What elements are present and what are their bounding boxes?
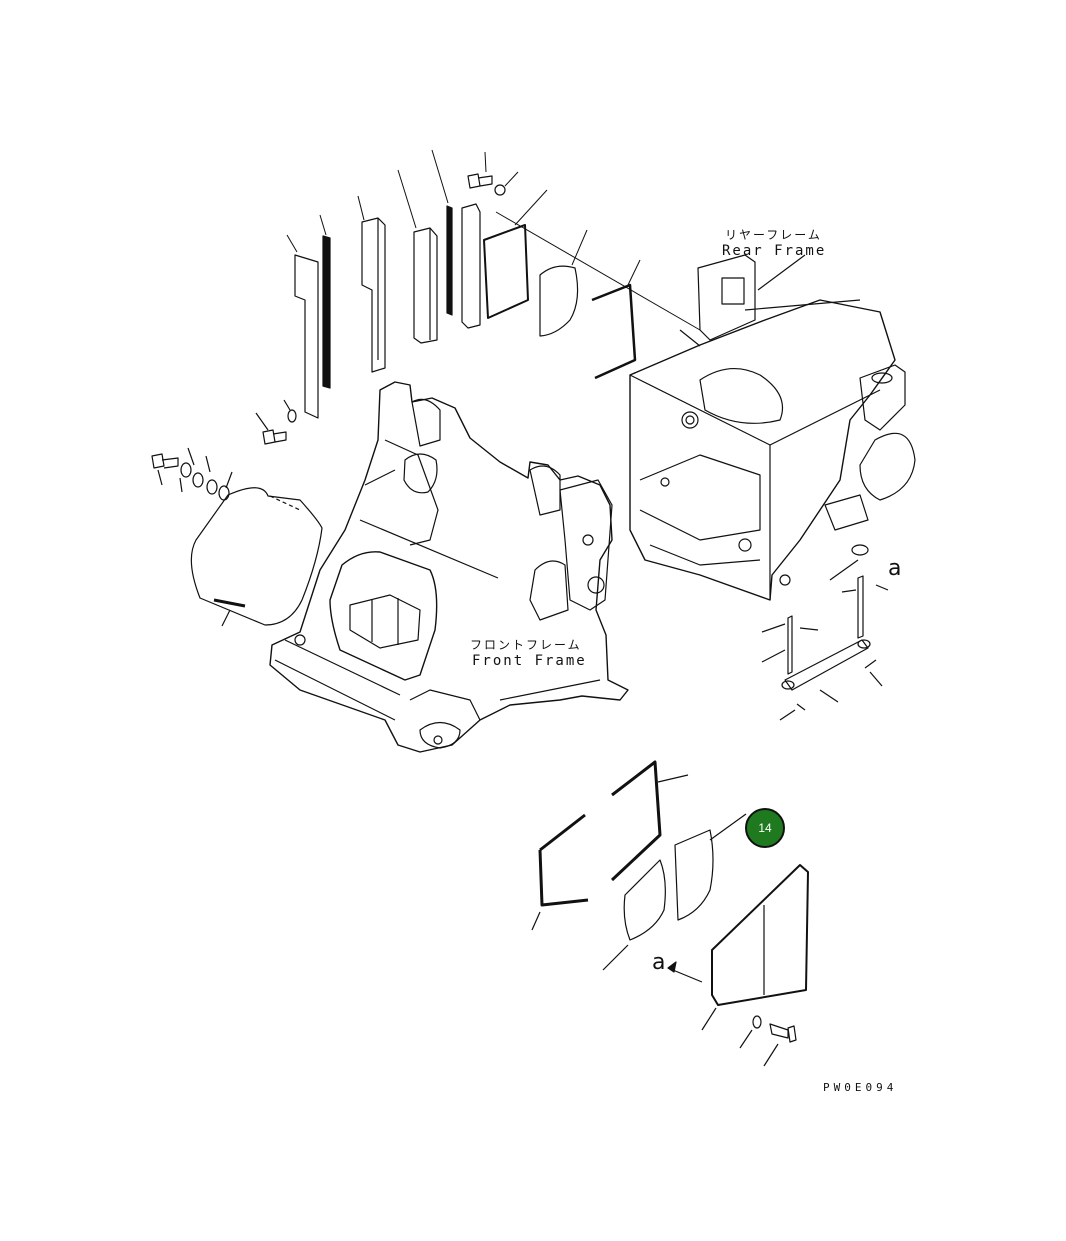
- pad-top: [539, 265, 579, 337]
- front-frame-en-label: Front Frame: [472, 653, 587, 669]
- callout-14[interactable]: 14: [745, 808, 785, 848]
- bolt-left-upper: [255, 399, 297, 445]
- bolt-top: [467, 173, 506, 196]
- rear-frame: [629, 254, 916, 601]
- plate-left-long: [294, 254, 319, 419]
- view-marker-a-upper: a: [888, 556, 902, 581]
- seal-strip-1: [322, 235, 331, 389]
- seal-ring-top: [591, 283, 637, 380]
- seal-strip-2: [446, 205, 453, 316]
- bolt-lower: [739, 1015, 797, 1067]
- cover-left: [190, 487, 323, 627]
- cover-plate-lower: [701, 864, 809, 1031]
- callout-14-number: 14: [758, 821, 772, 835]
- arrow-a: [667, 961, 703, 983]
- cover-plate-top: [483, 224, 529, 319]
- bolt-left-lower: [151, 447, 233, 501]
- link-bar-group: [761, 559, 889, 721]
- pad-lower-1: [602, 859, 666, 971]
- view-marker-a-lower: a: [652, 950, 666, 975]
- front-frame: [269, 381, 629, 753]
- spacer-block-1: [361, 217, 386, 373]
- front-frame-jp-label: フロントフレーム: [470, 638, 582, 652]
- drawing-code: PW0E094: [823, 1081, 898, 1094]
- rear-frame-en-label: Rear Frame: [722, 243, 827, 259]
- spacer-block-2: [413, 227, 438, 344]
- pad-lower-2: [674, 813, 747, 921]
- rear-frame-jp-label: リヤーフレーム: [725, 228, 822, 242]
- leader-lines-top: [286, 149, 701, 331]
- seal-strip-lower: [531, 760, 689, 931]
- spacer-block-3: [461, 203, 481, 329]
